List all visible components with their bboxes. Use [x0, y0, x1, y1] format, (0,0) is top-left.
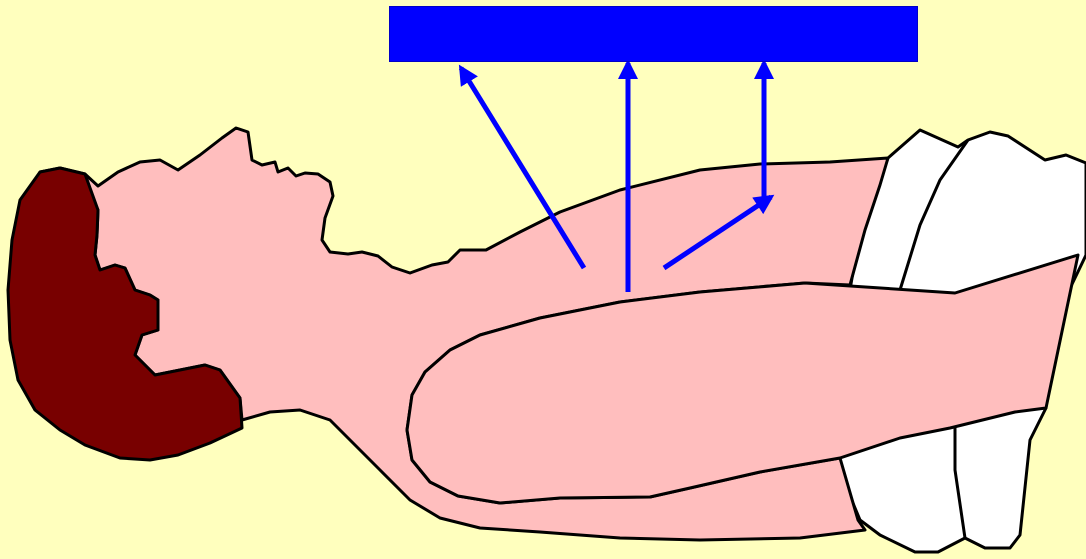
- label-box: [389, 6, 918, 62]
